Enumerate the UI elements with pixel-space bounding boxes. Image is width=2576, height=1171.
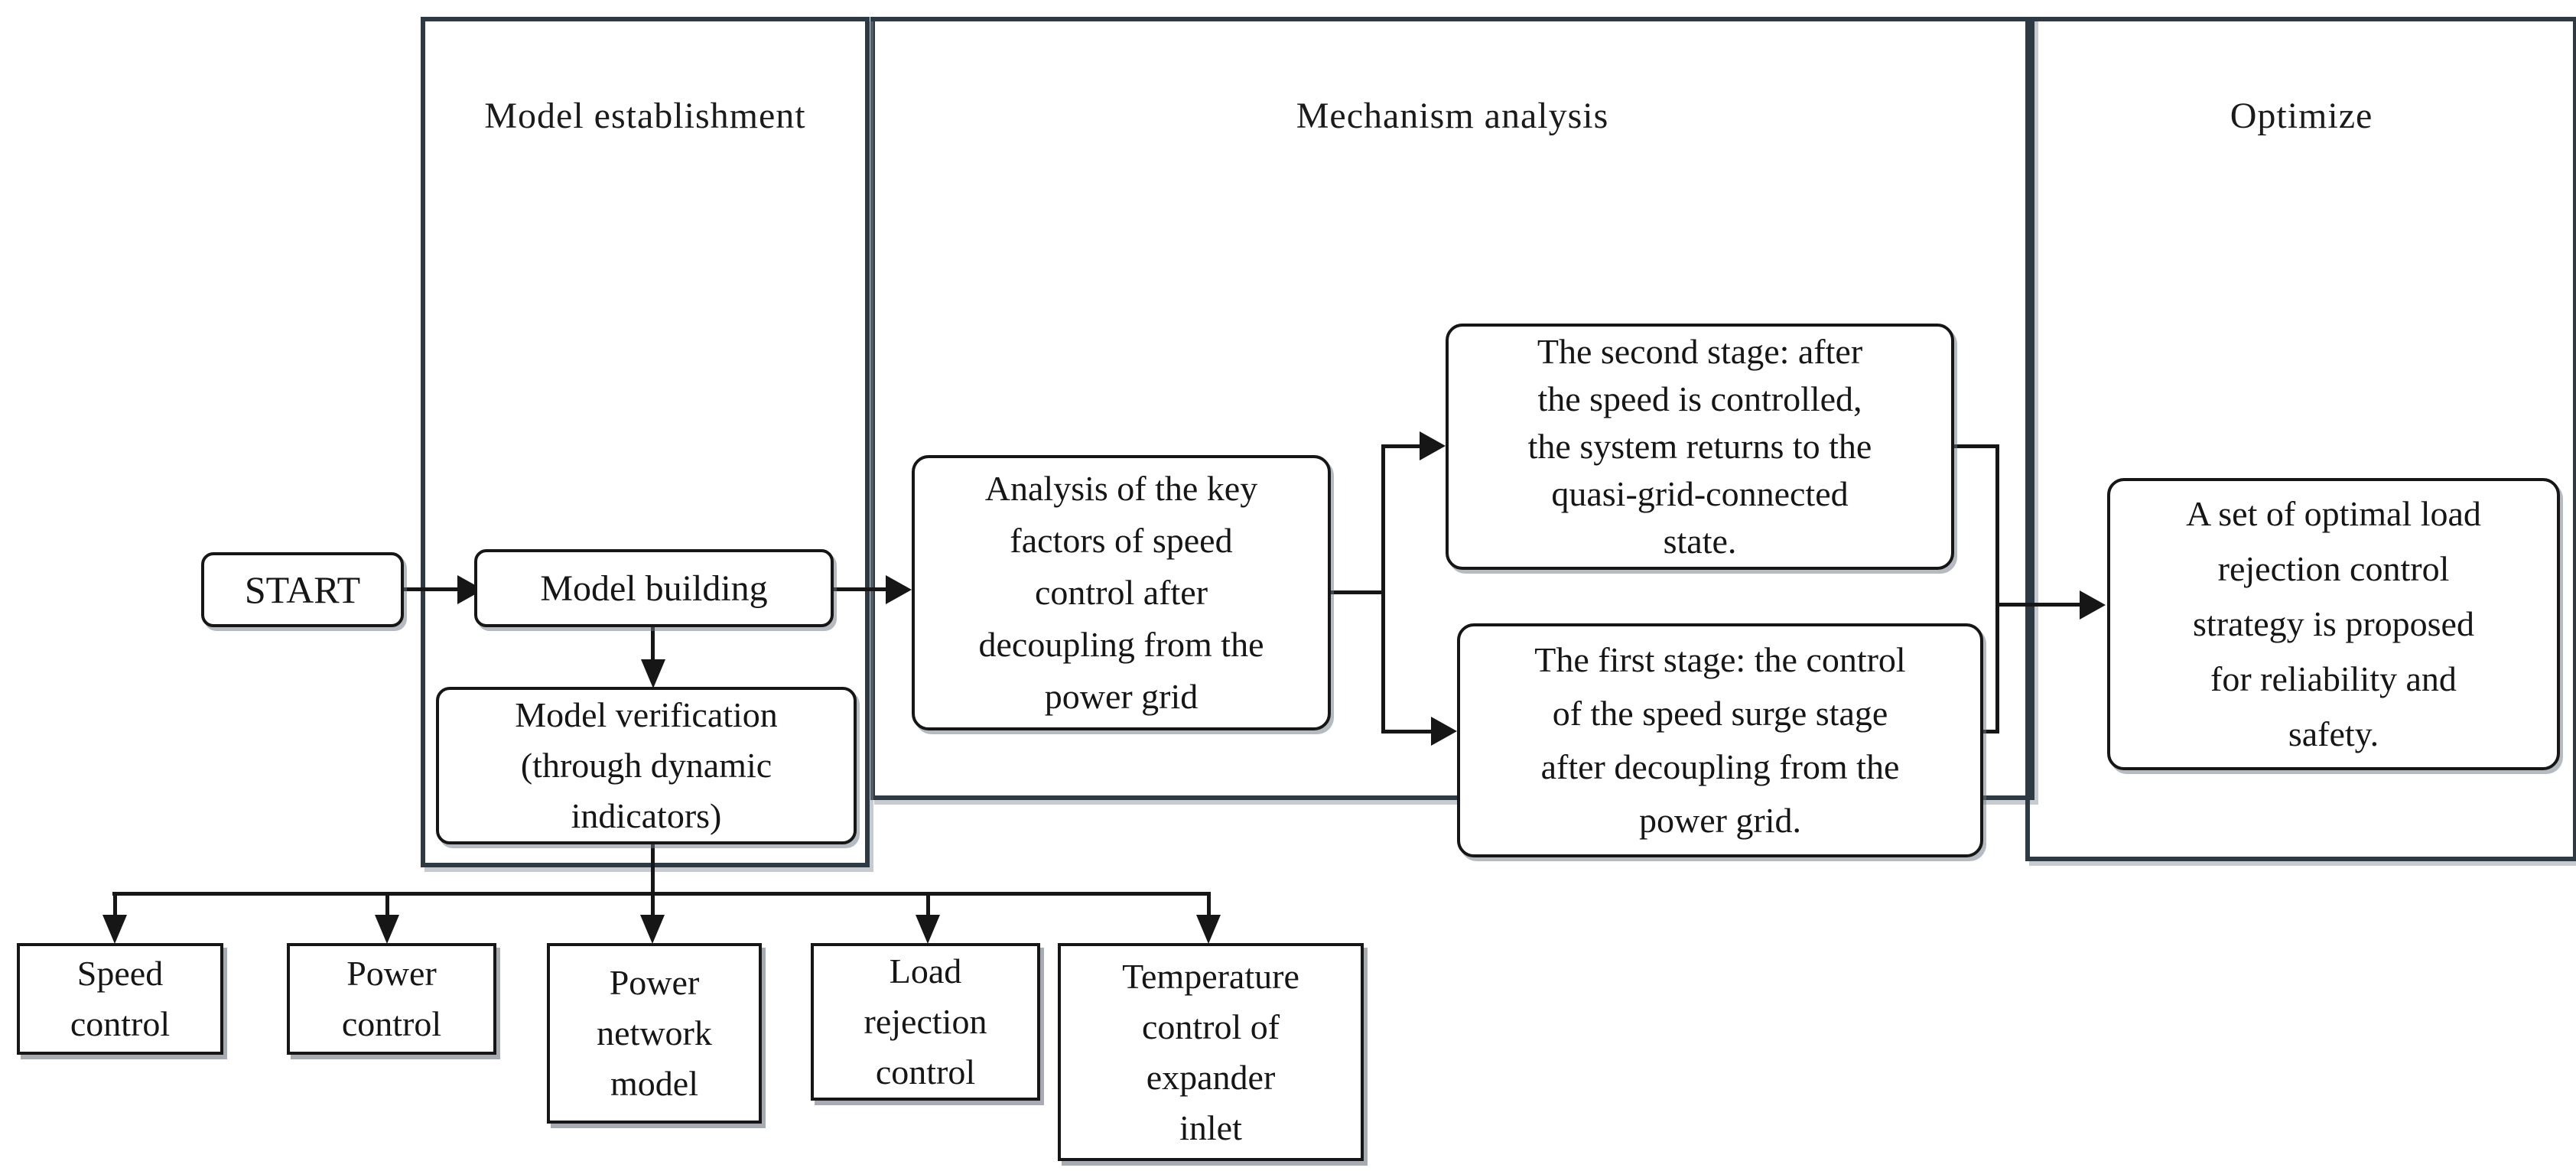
connector-analysis-branch-vertical [1381, 444, 1385, 734]
arrowhead-drop-load-rejection-control [916, 915, 940, 944]
node-analysis-line: power grid [1044, 677, 1199, 716]
node-model-verification-line: indicators) [571, 796, 722, 835]
arrowhead-drop-temperature-control [1196, 915, 1221, 944]
node-first-stage-line: power grid. [1638, 801, 1802, 840]
node-optimal-strategy-line: rejection control [2217, 549, 2450, 588]
node-model-building-label: Model building [540, 568, 768, 609]
connector-drop-load-rejection-control [926, 892, 930, 916]
node-load-rejection-control: Load rejection control [811, 943, 1040, 1101]
node-power-control: Power control [287, 943, 496, 1055]
panel-title-mechanism-analysis: Mechanism analysis [1296, 96, 1609, 136]
connector-branch-to-second-stage [1381, 444, 1421, 448]
connector-first-stage-merge-stub [1982, 730, 1999, 734]
node-analysis-key-factors: Analysis of the key factors of speed con… [912, 455, 1331, 730]
node-load-rejection-control-line: rejection [864, 1002, 987, 1041]
connector-model-building-to-analysis [834, 587, 889, 591]
node-speed-control-line: Speed [76, 954, 164, 993]
node-temperature-control-line: control of [1141, 1007, 1280, 1046]
node-power-control-line: Power [346, 954, 437, 993]
node-first-stage-line: after decoupling from the [1540, 747, 1900, 786]
node-first-stage-line: The first stage: the control [1534, 640, 1906, 679]
panel-model-establishment: Model establishment [421, 17, 870, 867]
connector-model-building-to-verification [651, 627, 655, 664]
arrowhead-model-building-to-verification [641, 659, 665, 688]
node-temperature-control: Temperature control of expander inlet [1058, 943, 1364, 1161]
node-second-stage-line: The second stage: after [1537, 332, 1863, 371]
node-model-building: Model building [474, 549, 834, 627]
node-start: START [201, 552, 404, 627]
connector-merge-to-optimal [1995, 603, 2081, 607]
node-model-verification-line: Model verification [515, 695, 778, 734]
panel-title-model-establishment: Model establishment [484, 96, 806, 136]
connector-drop-power-network-model [651, 892, 655, 916]
node-power-network-model-line: network [597, 1013, 712, 1052]
arrowhead-branch-to-second-stage [1420, 431, 1446, 460]
node-load-rejection-control-line: Load [889, 951, 962, 990]
connector-start-to-model-building [404, 587, 457, 591]
node-optimal-strategy-line: for reliability and [2210, 659, 2457, 698]
node-second-stage-line: the speed is controlled, [1537, 379, 1862, 418]
node-optimal-strategy-line: A set of optimal load [2186, 494, 2481, 533]
node-speed-control: Speed control [17, 943, 223, 1055]
node-power-network-model-line: Power [609, 963, 700, 1002]
connector-analysis-branch-stub [1331, 590, 1384, 594]
arrowhead-model-building-to-analysis [886, 575, 912, 604]
connector-merge-vertical [1995, 444, 1999, 734]
node-load-rejection-control-line: control [875, 1052, 976, 1091]
arrowhead-merge-to-optimal [2080, 590, 2106, 620]
connector-drop-speed-control [113, 892, 117, 916]
connector-branch-to-first-stage [1381, 730, 1432, 734]
node-start-label: START [244, 568, 361, 611]
node-second-stage-line: state. [1663, 522, 1737, 561]
node-model-verification-line: (through dynamic [520, 746, 772, 785]
node-speed-control-line: control [70, 1004, 171, 1043]
panel-optimize: Optimize [2025, 17, 2576, 861]
node-power-network-model: Power network model [547, 943, 762, 1124]
node-second-stage-line: quasi-grid-connected [1551, 474, 1849, 513]
node-optimal-strategy: A set of optimal load rejection control … [2107, 478, 2560, 770]
connector-verification-to-distribution [651, 844, 655, 893]
arrowhead-drop-power-network-model [640, 915, 665, 944]
node-analysis-line: control after [1034, 573, 1208, 612]
panel-title-optimize: Optimize [2230, 96, 2373, 136]
node-second-stage: The second stage: after the speed is con… [1446, 324, 1954, 570]
node-second-stage-line: the system returns to the [1527, 427, 1872, 466]
node-temperature-control-line: inlet [1179, 1108, 1242, 1147]
node-temperature-control-line: Temperature [1122, 956, 1299, 996]
arrowhead-branch-to-first-stage [1431, 717, 1457, 746]
node-first-stage-line: of the speed surge stage [1552, 694, 1888, 733]
node-analysis-line: factors of speed [1010, 521, 1233, 560]
node-optimal-strategy-line: safety. [2288, 714, 2379, 753]
connector-distribution-bar [112, 892, 1211, 896]
arrowhead-drop-power-control [375, 915, 399, 944]
node-first-stage: The first stage: the control of the spee… [1457, 623, 1983, 857]
connector-second-stage-merge-stub [1953, 444, 1999, 448]
connector-drop-temperature-control [1207, 892, 1211, 916]
node-power-network-model-line: model [610, 1064, 698, 1103]
node-analysis-line: decoupling from the [978, 625, 1264, 664]
node-model-verification: Model verification (through dynamic indi… [436, 687, 857, 844]
arrowhead-drop-speed-control [102, 915, 127, 944]
connector-drop-power-control [385, 892, 389, 916]
node-power-control-line: control [341, 1004, 442, 1043]
node-analysis-line: Analysis of the key [984, 469, 1258, 508]
node-optimal-strategy-line: strategy is proposed [2193, 604, 2474, 643]
node-temperature-control-line: expander [1146, 1057, 1276, 1097]
